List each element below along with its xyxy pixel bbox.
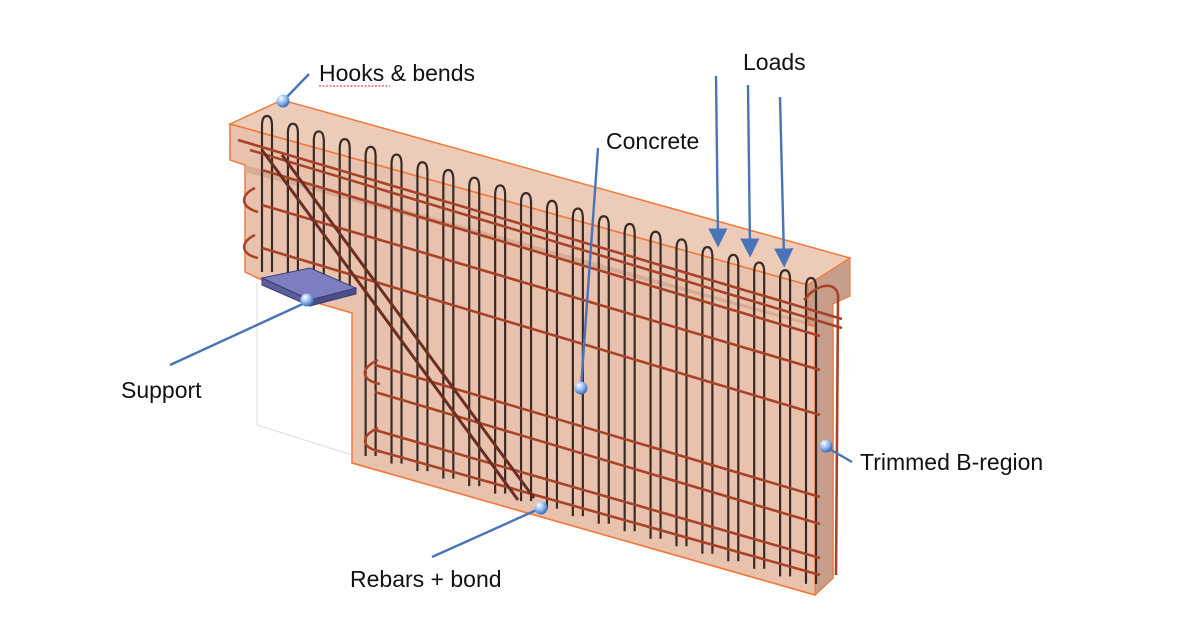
stirrup: [468, 176, 481, 487]
stirrup: [804, 276, 818, 584]
longitudinal-bar: [249, 148, 843, 330]
longitudinal-rebars: [237, 138, 843, 577]
stirrup: [312, 130, 325, 288]
longitudinal-bar: [374, 428, 821, 560]
end-hook: [802, 284, 840, 576]
stirrup: [701, 246, 714, 554]
load-arrows: [708, 75, 794, 268]
inclined-rebar: [260, 149, 536, 501]
longitudinal-bar: [374, 390, 821, 526]
stirrup: [753, 261, 766, 569]
stirrup: [494, 184, 507, 494]
marker-hooks: [276, 94, 290, 108]
stirrup: [286, 122, 300, 280]
anchorage-loops: [242, 186, 383, 454]
label-hooks: Hooks & bends: [319, 60, 475, 86]
trimmed-region-ghost: [256, 283, 353, 456]
stirrup: [649, 230, 662, 539]
stirrup: [597, 215, 610, 524]
longitudinal-bar: [374, 363, 821, 499]
longitudinal-bar: [237, 138, 843, 321]
marker-trimmed: [819, 439, 833, 453]
longitudinal-bar: [374, 448, 821, 577]
marker-support: [300, 293, 314, 307]
stirrup: [338, 138, 351, 296]
support-plate: [260, 267, 358, 307]
label-trimmed: Trimmed B-region: [860, 449, 1043, 475]
label-loads: Loads: [743, 49, 806, 75]
stirrup: [519, 192, 533, 502]
stirrup: [675, 238, 688, 547]
longitudinal-bar: [261, 168, 821, 338]
stirrup: [442, 168, 455, 479]
label-rebars: Rebars + bond: [350, 566, 502, 592]
stirrup: [364, 145, 377, 457]
stirrup: [623, 222, 636, 532]
markers: [276, 94, 833, 515]
stirrup: [545, 199, 559, 509]
marker-rebars: [534, 501, 548, 515]
stirrup: [571, 207, 584, 517]
labels: Hooks & bends Loads Concrete Support Tri…: [121, 49, 1043, 592]
marker-concrete: [574, 381, 588, 395]
stirrup: [727, 253, 740, 562]
longitudinal-bar: [261, 203, 821, 372]
stirrup: [416, 161, 429, 472]
stirrups: [260, 114, 818, 584]
label-concrete: Concrete: [606, 128, 699, 154]
stirrup: [390, 153, 403, 464]
stirrup: [260, 114, 274, 272]
stirrup: [778, 269, 792, 577]
label-support: Support: [121, 377, 202, 403]
